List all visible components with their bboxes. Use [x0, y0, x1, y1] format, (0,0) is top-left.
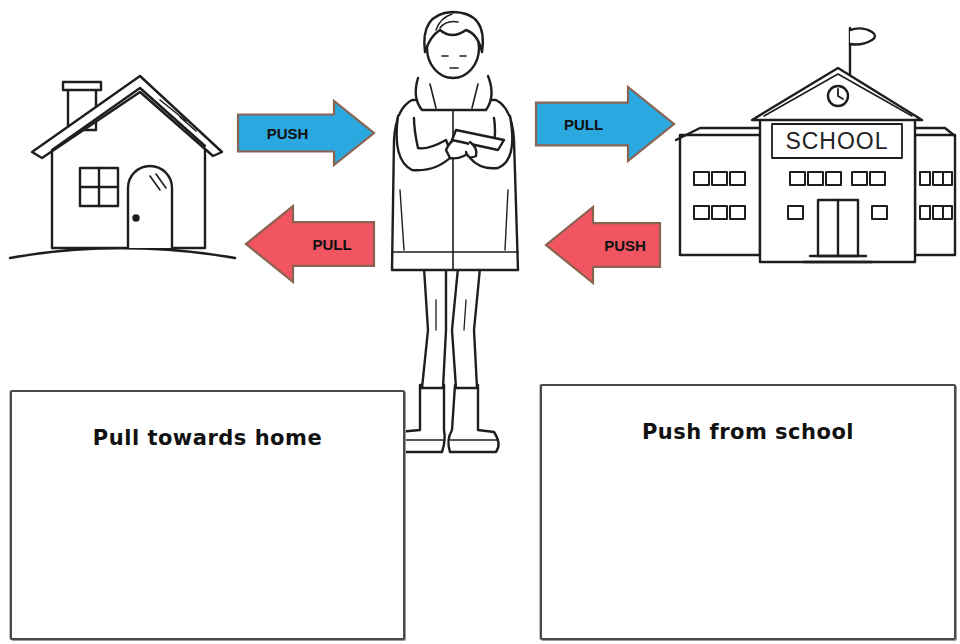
answer-box: Pull towards home [10, 390, 405, 640]
arrow-label: PUSH [604, 237, 646, 254]
push-arrow: PUSH [237, 100, 375, 166]
pull-arrow: PULL [245, 205, 375, 283]
house-illustration [10, 76, 235, 258]
block-arrow [546, 207, 660, 283]
block-arrow [536, 87, 674, 161]
answer-box: Push from school [540, 384, 956, 640]
arrow-label: PULL [564, 116, 603, 133]
block-arrow-shape [535, 86, 675, 162]
block-arrow [238, 101, 374, 165]
school-sign: SCHOOL [772, 124, 902, 158]
box-heading: Pull towards home [93, 426, 322, 450]
push-arrow: PUSH [545, 206, 661, 284]
pull-arrow: PULL [535, 86, 675, 162]
arrow-label: PULL [312, 236, 351, 253]
person-illustration [392, 12, 518, 452]
box-heading: Push from school [642, 420, 854, 444]
school-illustration [676, 28, 955, 262]
block-arrow [246, 206, 374, 282]
block-arrow-shape [245, 205, 375, 283]
arrow-label: PUSH [267, 125, 309, 142]
